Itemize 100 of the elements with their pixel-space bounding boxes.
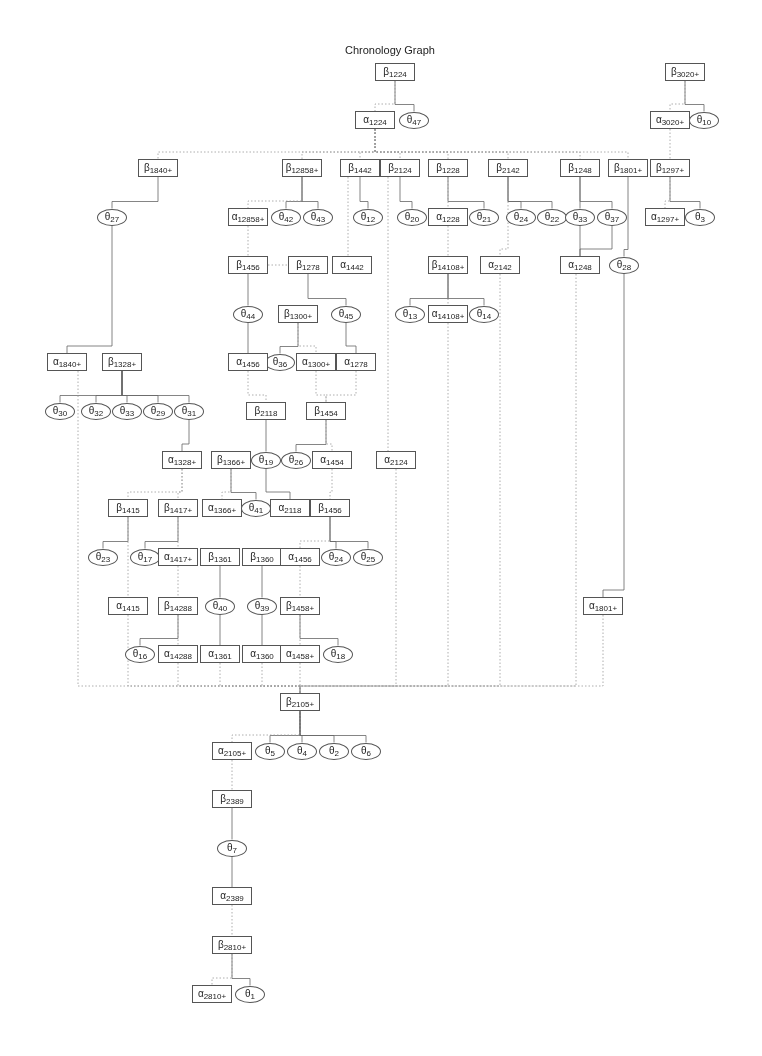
- node-box: β$_{14108+}$: [428, 256, 468, 274]
- node-ellipse: θ$_{25}$: [353, 548, 383, 566]
- node-box: β$_{1297+}$: [650, 159, 690, 177]
- node-ellipse: θ$_{22}$: [537, 208, 567, 226]
- connector-line: [579, 176, 613, 209]
- node-ellipse: θ$_{43}$: [303, 208, 333, 226]
- node-ellipse: θ$_{29}$: [143, 402, 173, 420]
- connector-line: [447, 273, 485, 306]
- connector-line: [295, 419, 327, 452]
- connector-line: [329, 468, 333, 500]
- node-ellipse: θ$_{31}$: [174, 402, 204, 420]
- node-box: β$_{1366+}$: [211, 451, 251, 469]
- connector-line: [219, 565, 221, 598]
- node-box: α$_{1297+}$: [645, 208, 685, 226]
- node-box: β$_{1801+}$: [608, 159, 648, 177]
- node-ellipse: θ$_{42}$: [271, 208, 301, 226]
- connector-line: [399, 176, 413, 209]
- connector-line: [231, 953, 251, 986]
- node-ellipse: θ$_{41}$: [241, 499, 271, 517]
- node-box: α$_{1456}$: [228, 353, 268, 371]
- node-ellipse: θ$_{28}$: [609, 256, 639, 274]
- connector-line: [247, 273, 249, 306]
- node-box: α$_{12858+}$: [228, 208, 268, 226]
- node-box: α$_{1417+}$: [158, 548, 198, 566]
- node-ellipse: θ$_{26}$: [281, 451, 311, 469]
- connector-line: [121, 370, 190, 403]
- connector-line: [111, 176, 159, 209]
- node-box: β$_{2105+}$: [280, 693, 320, 711]
- node-box: α$_{2810+}$: [192, 985, 232, 1003]
- node-box: α$_{1415}$: [108, 597, 148, 615]
- connector-line: [301, 176, 319, 209]
- connector-line: [230, 468, 257, 500]
- connector-line: [247, 322, 249, 354]
- diagram-title: Chronology Graph: [345, 43, 435, 58]
- node-box: α$_{2142}$: [480, 256, 520, 274]
- node-ellipse: θ$_{14}$: [469, 305, 499, 323]
- node-ellipse: θ$_{37}$: [597, 208, 627, 226]
- connector-line: [345, 322, 357, 354]
- node-ellipse: θ$_{24}$: [321, 548, 351, 566]
- connector-line: [261, 565, 263, 598]
- node-ellipse: θ$_{1}$: [235, 985, 265, 1003]
- node-ellipse: θ$_{2}$: [319, 742, 349, 760]
- connector-line: [177, 468, 183, 500]
- node-box: β$_{12858+}$: [282, 159, 322, 177]
- node-box: α$_{3020+}$: [650, 111, 690, 129]
- connector-line: [219, 614, 221, 646]
- connector-line: [247, 225, 249, 257]
- node-ellipse: θ$_{30}$: [45, 402, 75, 420]
- connector-line: [139, 614, 179, 646]
- node-ellipse: θ$_{24}$: [506, 208, 536, 226]
- node-box: β$_{2389}$: [212, 790, 252, 808]
- node-box: α$_{1458+}$: [280, 645, 320, 663]
- connector-line: [347, 176, 349, 257]
- node-box: β$_{1360}$: [242, 548, 282, 566]
- node-box: α$_{1801+}$: [583, 597, 623, 615]
- connector-line: [447, 225, 449, 257]
- node-ellipse: θ$_{13}$: [395, 305, 425, 323]
- node-box: α$_{1224}$: [355, 111, 395, 129]
- node-box: α$_{2124}$: [376, 451, 416, 469]
- connector-line: [231, 759, 233, 791]
- connector-line: [623, 176, 629, 257]
- node-box: β$_{1456}$: [228, 256, 268, 274]
- connector-line: [447, 176, 449, 209]
- connector-line: [102, 516, 129, 549]
- node-ellipse: θ$_{6}$: [351, 742, 381, 760]
- connector-line: [315, 370, 327, 403]
- node-ellipse: θ$_{16}$: [125, 645, 155, 663]
- connector-line: [265, 468, 291, 500]
- node-ellipse: θ$_{17}$: [130, 548, 160, 566]
- node-ellipse: θ$_{4}$: [287, 742, 317, 760]
- node-box: α$_{2389}$: [212, 887, 252, 905]
- node-ellipse: θ$_{12}$: [353, 208, 383, 226]
- connector-line: [221, 468, 232, 500]
- connector-line: [144, 516, 179, 549]
- connector-line: [329, 516, 369, 549]
- connector-line: [447, 176, 485, 209]
- node-ellipse: θ$_{21}$: [469, 208, 499, 226]
- connector-line: [359, 176, 369, 209]
- connector-line: [66, 225, 113, 354]
- node-box: β$_{1456}$: [310, 499, 350, 517]
- node-box: α$_{1840+}$: [47, 353, 87, 371]
- node-box: β$_{2142}$: [488, 159, 528, 177]
- connector-line: [231, 807, 233, 840]
- connector-line: [374, 128, 629, 160]
- node-box: α$_{1228}$: [428, 208, 468, 226]
- node-box: β$_{1840+}$: [138, 159, 178, 177]
- node-ellipse: θ$_{27}$: [97, 208, 127, 226]
- connector-line: [279, 322, 299, 354]
- connector-line: [231, 856, 233, 888]
- node-box: β$_{2810+}$: [212, 936, 252, 954]
- node-box: α$_{2105+}$: [212, 742, 252, 760]
- connector-line: [127, 516, 129, 598]
- node-box: α$_{1366+}$: [202, 499, 242, 517]
- node-box: β$_{2124}$: [380, 159, 420, 177]
- node-ellipse: θ$_{20}$: [397, 208, 427, 226]
- node-box: α$_{1248}$: [560, 256, 600, 274]
- node-ellipse: θ$_{5}$: [255, 742, 285, 760]
- node-ellipse: θ$_{39}$: [247, 597, 277, 615]
- node-box: β$_{1417+}$: [158, 499, 198, 517]
- node-box: α$_{1456}$: [280, 548, 320, 566]
